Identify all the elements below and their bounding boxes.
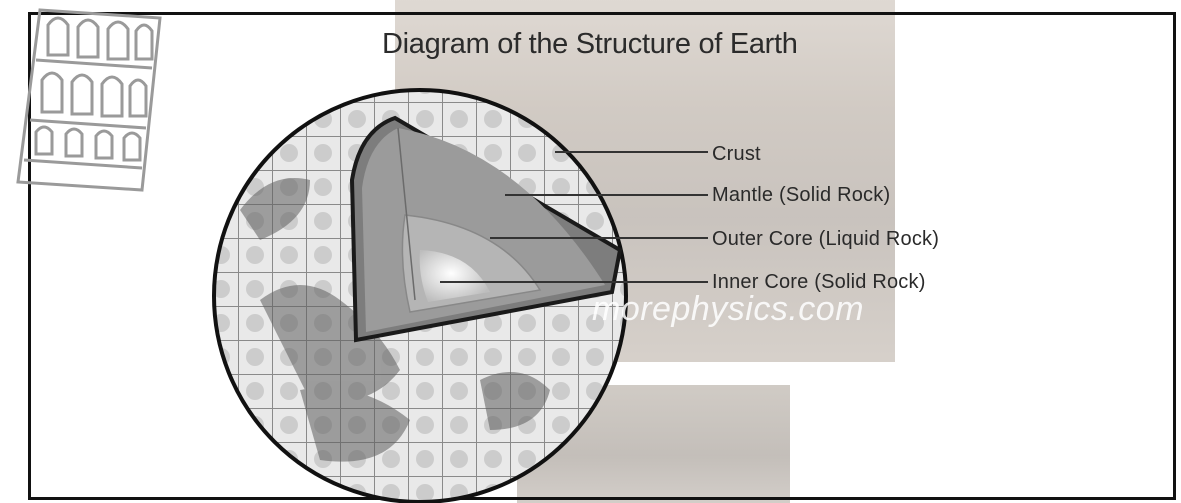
label-inner-core: Inner Core (Solid Rock) [712,271,926,294]
diagram-title: Diagram of the Structure of Earth [382,28,902,61]
label-outer-core: Outer Core (Liquid Rock) [712,228,939,251]
label-crust: Crust [712,143,761,166]
label-mantle: Mantle (Solid Rock) [712,184,890,207]
watermark-text: morephysics.com [592,290,864,329]
leaning-tower-logo-icon [18,10,160,190]
